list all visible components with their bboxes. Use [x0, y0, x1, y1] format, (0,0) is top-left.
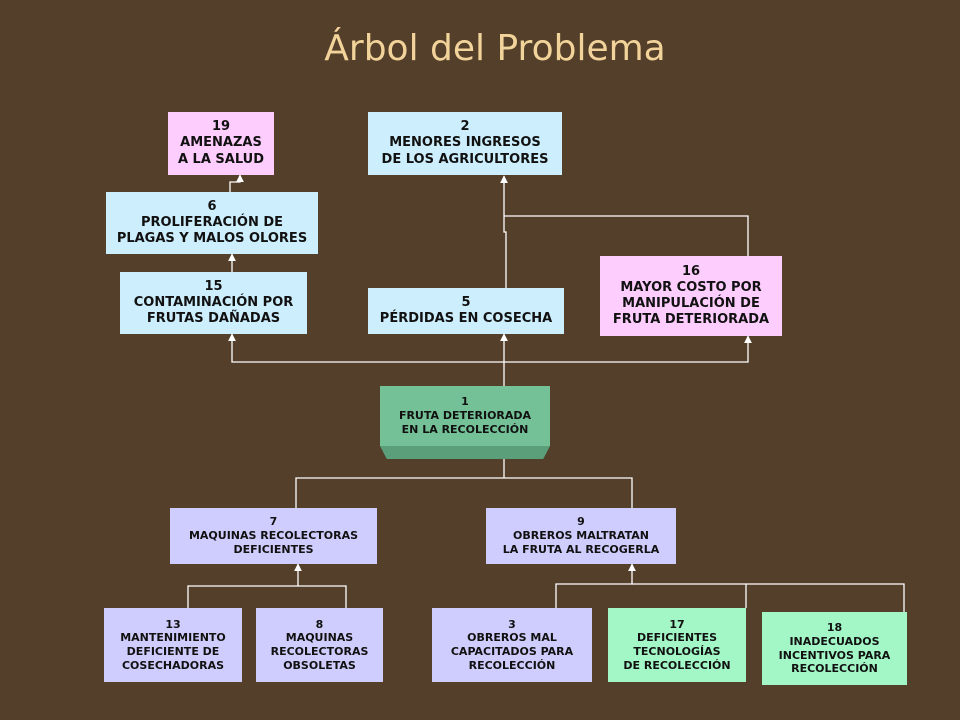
- node-13-line-3: COSECHADORAS: [121, 658, 225, 672]
- node-6: 6 PROLIFERACIÓN DE PLAGAS Y MALOS OLORES: [106, 192, 318, 254]
- node-13-number: 13: [165, 617, 181, 631]
- core-problem-bevel: [380, 446, 550, 459]
- node-19-line-2: A LA SALUD: [177, 151, 265, 167]
- connector-1-to-16: [504, 335, 752, 363]
- node-17-line-1: DEFICIENTES: [636, 631, 718, 645]
- node-18-number: 18: [826, 621, 843, 634]
- node-13-line-1: MANTENIMIENTO: [120, 631, 226, 645]
- node-15-line-1: CONTAMINACIÓN POR: [133, 294, 294, 310]
- node-1-core-problem: 1 FRUTA DETERIORADA EN LA RECOLECCIÓN: [380, 386, 550, 446]
- node-8-line-2: RECOLECTORAS: [270, 645, 369, 658]
- node-2-number: 2: [460, 119, 470, 135]
- node-17: 17 DEFICIENTES TECNOLOGÍAS DE RECOLECCIÓ…: [608, 608, 746, 682]
- node-19-number: 19: [211, 119, 231, 135]
- node-9-number: 9: [577, 515, 585, 529]
- node-7-number: 7: [269, 515, 278, 529]
- node-3-line-2: CAPACITADOS PARA: [450, 645, 574, 658]
- node-7-line-2: DEFICIENTES: [233, 542, 314, 556]
- node-9-line-1: OBREROS MALTRATAN: [513, 529, 649, 543]
- node-19-line-1: AMENAZAS: [180, 135, 262, 151]
- node-2: 2 MENORES INGRESOS DE LOS AGRICULTORES: [368, 112, 562, 175]
- node-13-line-2: DEFICIENTE DE: [126, 645, 220, 658]
- node-9: 9 OBREROS MALTRATAN LA FRUTA AL RECOGERL…: [486, 508, 676, 564]
- node-18-line-1: INADECUADOS: [789, 634, 880, 648]
- node-6-number: 6: [207, 198, 217, 214]
- node-1-number: 1: [461, 395, 469, 409]
- node-15-line-2: FRUTAS DAÑADAS: [146, 311, 281, 327]
- node-17-number: 17: [669, 617, 685, 631]
- connector-17-to-9: [632, 583, 905, 612]
- node-15-number: 15: [204, 278, 223, 294]
- node-18: 18 INADECUADOS INCENTIVOS PARA RECOLECCI…: [762, 612, 907, 685]
- node-19: 19 AMENAZAS A LA SALUD: [168, 112, 274, 175]
- connector-6-to-19: [229, 174, 244, 192]
- connector-3-to-9: [555, 563, 636, 608]
- node-16-line-2: MANIPULACIÓN DE: [622, 296, 760, 311]
- node-7-line-1: MAQUINAS RECOLECTORAS: [188, 529, 359, 543]
- node-18-line-3: RECOLECCIÓN: [791, 662, 878, 676]
- node-3-line-3: RECOLECCIÓN: [468, 658, 556, 672]
- node-3: 3 OBREROS MAL CAPACITADOS PARA RECOLECCI…: [432, 608, 592, 682]
- page-title: Árbol del Problema: [324, 28, 666, 69]
- node-9-line-2: LA FRUTA AL RECOGERLA: [502, 542, 660, 556]
- node-8-number: 8: [315, 617, 324, 631]
- node-16-number: 16: [681, 263, 701, 279]
- node-17-line-2: TECNOLOGÍAS: [633, 645, 721, 658]
- node-13: 13 MANTENIMIENTO DEFICIENTE DE COSECHADO…: [104, 608, 242, 682]
- node-8-line-3: OBSOLETAS: [283, 658, 356, 672]
- connector-13-to-7: [187, 585, 347, 608]
- node-17-line-3: DE RECOLECCIÓN: [623, 658, 731, 672]
- node-2-line-1: MENORES INGRESOS: [389, 135, 541, 151]
- node-15: 15 CONTAMINACIÓN POR FRUTAS DAÑADAS: [120, 272, 307, 334]
- node-5-number: 5: [461, 294, 471, 310]
- node-7: 7 MAQUINAS RECOLECTORAS DEFICIENTES: [170, 508, 377, 564]
- node-6-line-1: PROLIFERACIÓN DE: [140, 214, 284, 230]
- connector-16-to-2: [504, 215, 749, 256]
- node-1-line-1: FRUTA DETERIORADA: [398, 409, 532, 423]
- node-3-line-1: OBREROS MAL: [467, 631, 557, 645]
- node-8-line-1: MAQUINAS: [285, 631, 354, 645]
- node-16: 16 MAYOR COSTO POR MANIPULACIÓN DE FRUTA…: [600, 256, 782, 336]
- node-18-line-2: INCENTIVOS PARA: [778, 648, 891, 662]
- node-16-line-3: FRUTA DETERIORADA: [612, 312, 770, 328]
- connector-7-to-1: [295, 477, 633, 508]
- node-2-line-2: DE LOS AGRICULTORES: [381, 151, 549, 167]
- node-5: 5 PÉRDIDAS EN COSECHA: [368, 288, 564, 334]
- node-5-line-1: PÉRDIDAS EN COSECHA: [379, 311, 553, 326]
- node-16-line-1: MAYOR COSTO POR: [620, 279, 762, 295]
- node-3-number: 3: [508, 617, 516, 631]
- node-8: 8 MAQUINAS RECOLECTORAS OBSOLETAS: [256, 608, 383, 682]
- node-6-line-2: PLAGAS Y MALOS OLORES: [116, 231, 308, 247]
- node-1-line-2: EN LA RECOLECCIÓN: [401, 422, 529, 436]
- connector-5-to-2: [500, 175, 508, 288]
- connector-1-to-15: [228, 333, 505, 386]
